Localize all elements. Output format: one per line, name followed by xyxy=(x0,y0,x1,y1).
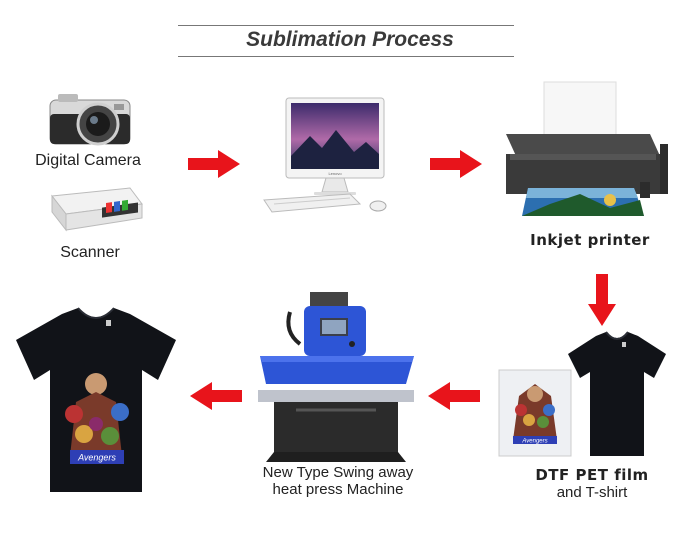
arrow-left-icon xyxy=(428,382,480,410)
arrow-down-icon xyxy=(588,274,616,326)
inkjet-printer-icon xyxy=(506,81,668,216)
heat-press-label-line2: heat press Machine xyxy=(272,481,404,498)
heat-press-label-line1: New Type Swing away xyxy=(262,464,414,481)
scanner-label: Scanner xyxy=(60,244,120,261)
arrow-right-icon xyxy=(188,150,240,178)
desktop-computer-icon: Lenovo xyxy=(263,97,387,213)
dtf-film-print-icon: Avengers xyxy=(498,369,572,457)
inkjet-printer-label: Inkjet printer xyxy=(530,231,650,249)
tshirt-blank-icon xyxy=(568,331,666,456)
tshirt-printed-icon: Avengers xyxy=(16,307,176,492)
heat-press-machine-icon xyxy=(258,292,414,462)
tshirt-print-logo: Avengers xyxy=(77,453,116,463)
monitor-brand: Lenovo xyxy=(328,171,342,176)
tshirt-label: and T-shirt xyxy=(556,484,628,501)
arrow-left-icon xyxy=(190,382,242,410)
page-title: Sublimation Process xyxy=(246,28,454,51)
film-print-logo: Avengers xyxy=(521,439,547,445)
dtf-film-label: DTF PET film xyxy=(535,466,649,484)
title-rule-bottom xyxy=(178,56,514,57)
digital-camera-label: Digital Camera xyxy=(35,152,141,169)
title-rule-top xyxy=(178,25,514,26)
digital-camera-icon xyxy=(49,94,131,146)
scanner-icon xyxy=(51,187,143,232)
arrow-right-icon xyxy=(430,150,482,178)
